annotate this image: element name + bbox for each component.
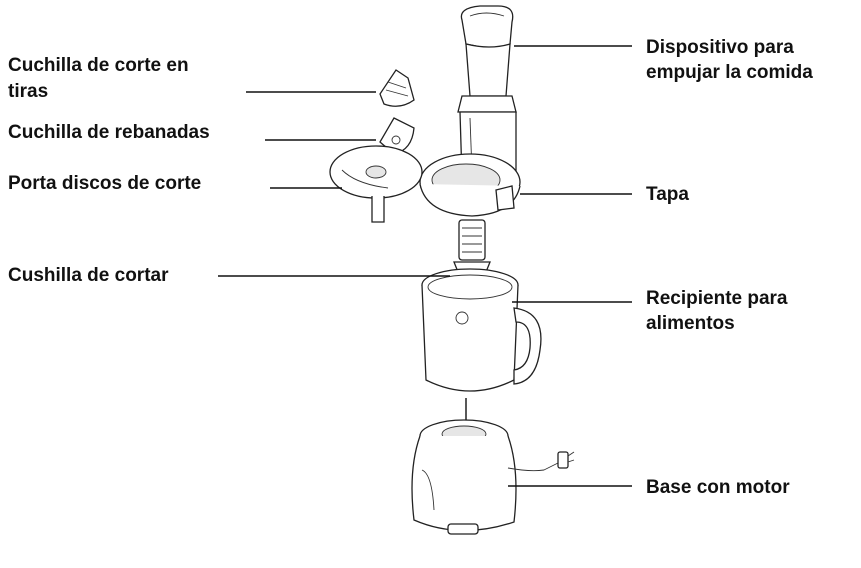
strip-cutter-blade <box>380 70 414 106</box>
leader-lines <box>218 46 632 486</box>
cutting-disc-holder <box>330 146 422 222</box>
food-bowl <box>422 269 541 391</box>
motor-base <box>412 398 574 534</box>
label-pusher-line2: empujar la comida <box>646 61 813 84</box>
label-strip-cutter-line2: tiras <box>8 80 48 103</box>
label-motor-base: Base con motor <box>646 476 790 499</box>
lid <box>420 154 520 216</box>
label-strip-cutter-line1: Cuchilla de corte en <box>8 54 189 77</box>
label-chopping-blade: Cushilla de cortar <box>8 264 169 287</box>
chopping-blade <box>454 220 490 272</box>
label-lid: Tapa <box>646 183 689 206</box>
label-bowl-line2: alimentos <box>646 312 735 335</box>
label-disc-holder: Porta discos de corte <box>8 172 201 195</box>
label-bowl-line1: Recipiente para <box>646 287 788 310</box>
label-pusher-line1: Dispositivo para <box>646 36 794 59</box>
label-slicing-blade: Cuchilla de rebanadas <box>8 121 210 144</box>
